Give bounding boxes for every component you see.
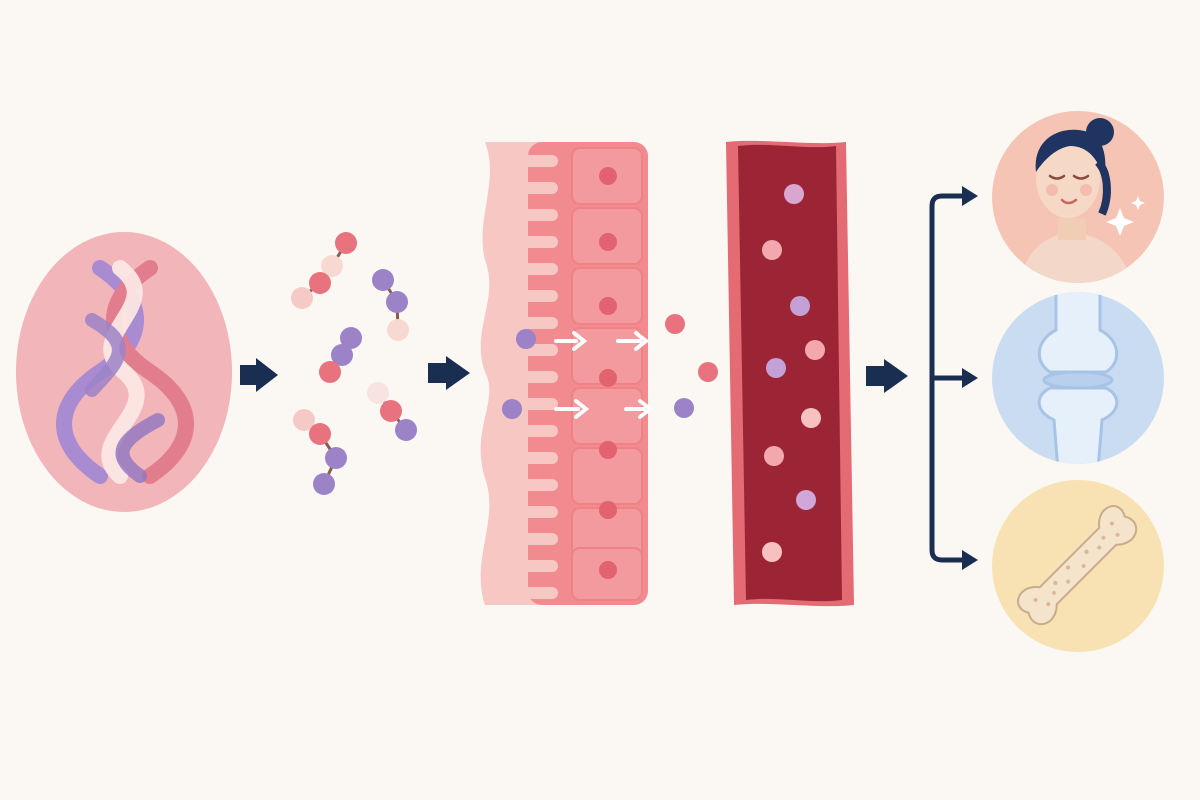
peptide-chain [372, 269, 409, 341]
villi [520, 155, 558, 599]
branch-connector [929, 186, 978, 570]
intestinal-wall-icon [480, 142, 718, 605]
peptide-chain [293, 409, 347, 495]
sparkle-icon [1131, 196, 1145, 210]
absorbed-peptides [502, 314, 718, 419]
blood-peptides [762, 184, 825, 562]
peptide-chain [319, 327, 362, 383]
peptide-chain [291, 232, 357, 309]
flow-arrow-2 [428, 356, 470, 390]
face-skin-icon [992, 111, 1164, 283]
knee-joint-icon [992, 292, 1164, 464]
collagen-helix-icon [16, 232, 232, 512]
bone-icon [992, 480, 1164, 652]
flow-arrow-1 [240, 358, 278, 392]
epithelial-cells [571, 147, 643, 601]
absorption-arrows [554, 331, 654, 419]
sparkle-icon [1106, 208, 1134, 236]
blood-vessel-icon [726, 140, 854, 607]
peptide-chain [367, 382, 417, 441]
peptide-fragments-icon [291, 232, 417, 495]
flow-arrow-3 [866, 359, 908, 393]
